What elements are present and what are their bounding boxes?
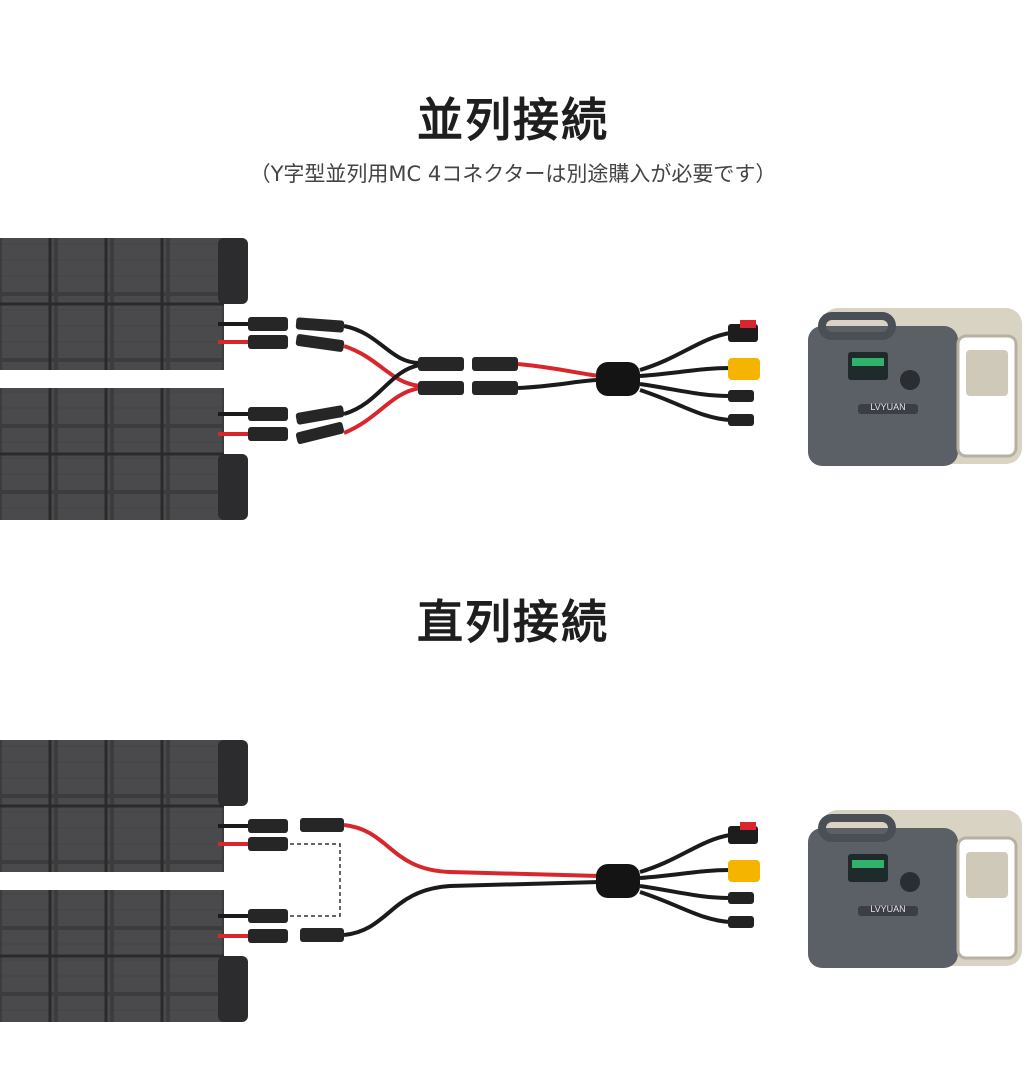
- series-anderson-connector: [728, 822, 758, 844]
- panel-leads: [218, 322, 250, 436]
- series-mc4-connectors: [248, 818, 344, 943]
- anderson-connector: [728, 320, 758, 342]
- solar-panel-3: [0, 740, 248, 872]
- dc-connector-1: [728, 390, 754, 402]
- series-dc-connector-1: [728, 892, 754, 904]
- power-station-parallel: LVYUAN: [808, 308, 1022, 466]
- series-output-cables: [639, 833, 731, 924]
- parallel-note: （Y字型並列用MC 4コネクターは別途購入が必要です）: [249, 162, 777, 186]
- series-dc-connector-2: [728, 916, 754, 928]
- series-splitter-hub: [596, 864, 640, 898]
- series-main-cables: [343, 823, 601, 937]
- xt60-connector: [728, 358, 760, 380]
- series-xt60-connector: [728, 860, 760, 882]
- solar-panel-2: [0, 388, 248, 520]
- series-panel-leads: [218, 824, 250, 938]
- main-cables: [517, 362, 601, 390]
- parallel-title: 並列接続: [417, 93, 609, 147]
- station-brand: LVYUAN: [870, 402, 905, 412]
- station-brand-2: LVYUAN: [870, 904, 905, 914]
- output-cables: [639, 331, 731, 422]
- solar-panel-1: [0, 238, 248, 370]
- dc-connector-2: [728, 414, 754, 426]
- series-jumper-dashed: [290, 843, 341, 917]
- power-station-series: LVYUAN: [808, 810, 1022, 968]
- series-diagram: LVYUAN: [0, 740, 1022, 1022]
- mc4-y-branch-connectors: [295, 317, 345, 444]
- splitter-hub: [596, 362, 640, 396]
- series-title: 直列接続: [417, 595, 609, 649]
- y-branch-cables: [343, 324, 421, 435]
- mc4-connectors-panels: [248, 317, 288, 441]
- parallel-diagram: LVYUAN: [0, 238, 1022, 520]
- mc4-y-combined-connectors: [418, 357, 518, 395]
- solar-panel-4: [0, 890, 248, 1022]
